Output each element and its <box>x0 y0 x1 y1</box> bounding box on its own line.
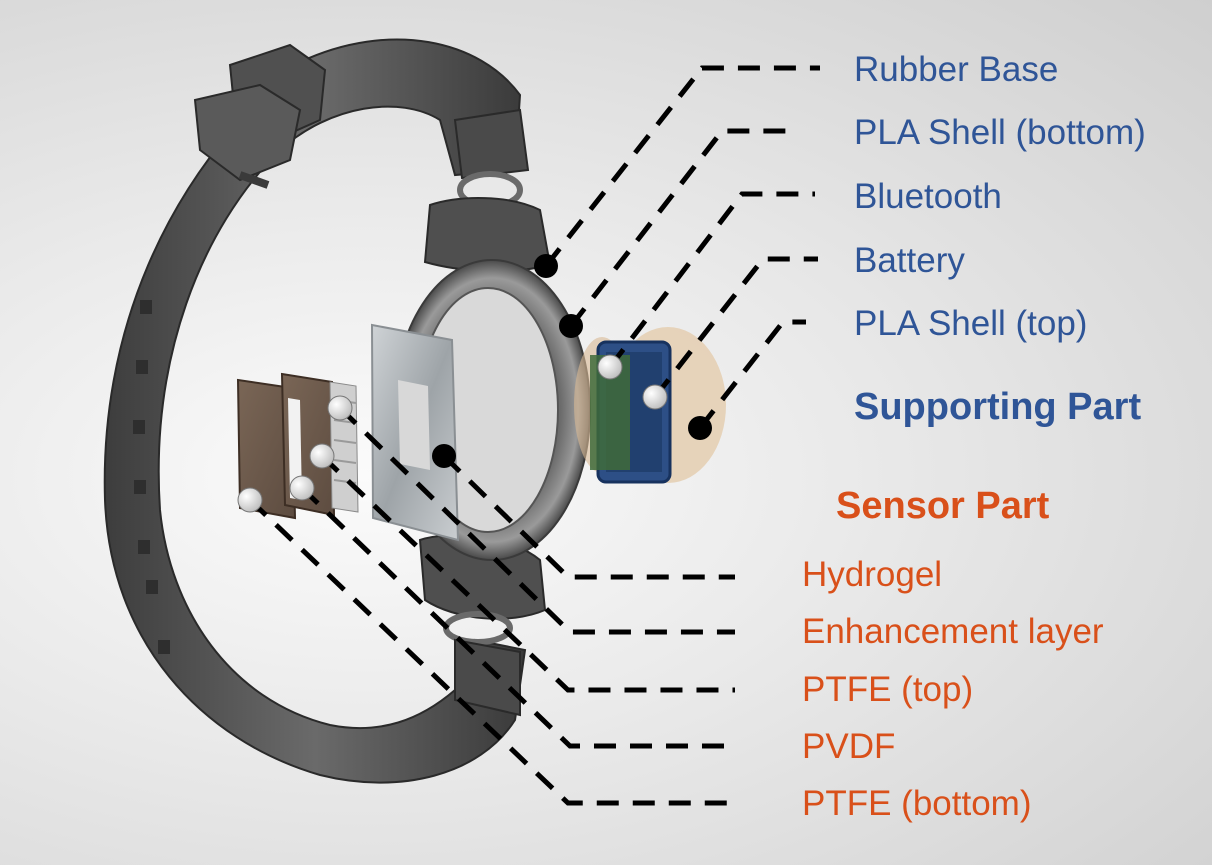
label-enhancement-layer: Enhancement layer <box>802 612 1104 651</box>
label-ptfe-bottom: PTFE (bottom) <box>802 784 1032 823</box>
buckle <box>193 43 327 189</box>
wristband-strap <box>103 38 527 784</box>
label-pvdf: PVDF <box>802 727 896 766</box>
label-ptfe-top: PTFE (top) <box>802 670 974 709</box>
label-pla-shell-bottom: PLA Shell (bottom) <box>854 113 1146 152</box>
sensor-leaders <box>248 406 735 806</box>
rubber-base <box>423 108 552 273</box>
label-rubber-base: Rubber Base <box>854 50 1059 89</box>
sensor-part-title: Sensor Part <box>836 485 1050 527</box>
supporting-part-title: Supporting Part <box>854 386 1142 428</box>
label-bluetooth: Bluetooth <box>854 177 1002 216</box>
label-hydrogel: Hydrogel <box>802 555 943 594</box>
hydrogel-layer <box>370 323 460 542</box>
supporting-leaders <box>544 65 820 430</box>
label-battery: Battery <box>854 241 965 280</box>
label-pla-shell-top: PLA Shell (top) <box>854 304 1088 343</box>
marker-dots <box>237 254 712 513</box>
lower-strap-tab <box>418 534 547 717</box>
